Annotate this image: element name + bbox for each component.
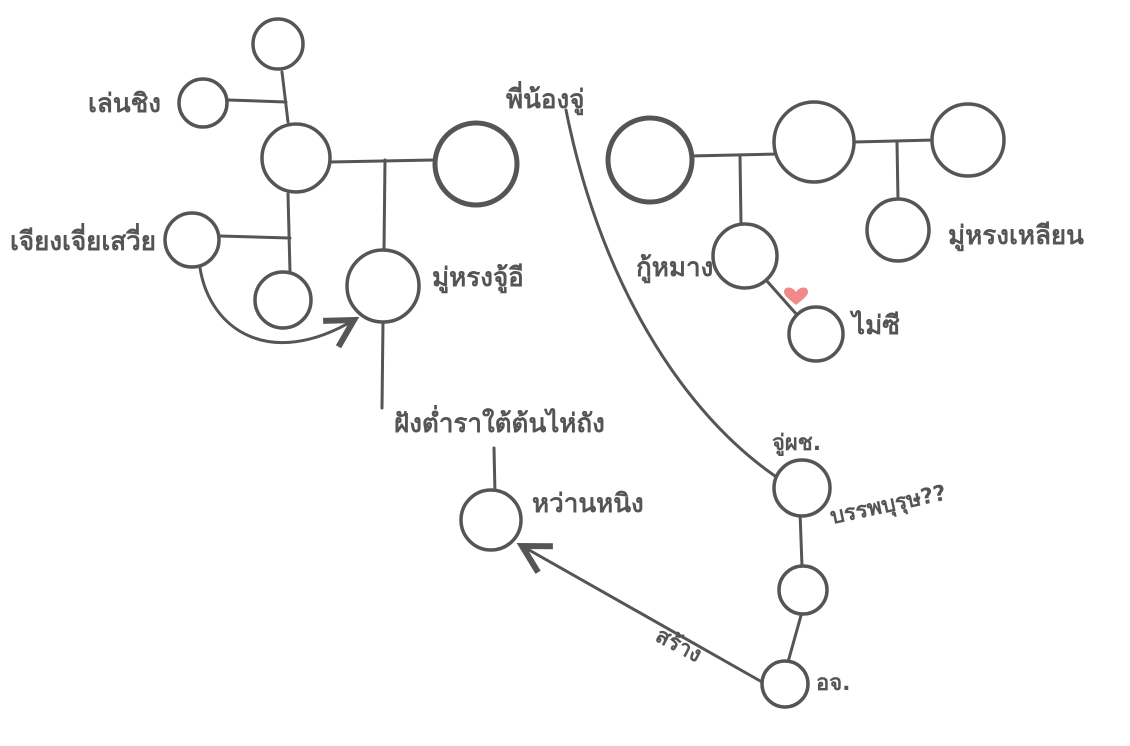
edge-ku-mang-mai-zi <box>764 278 800 318</box>
label-sang: สร้าง <box>651 623 705 668</box>
label-mai-zi: ไม่ซี <box>849 309 900 341</box>
node-right-right <box>930 102 1006 178</box>
node-ooj <box>760 659 810 709</box>
edge-right-left-middle <box>688 152 780 158</box>
edge-center-right <box>328 158 436 164</box>
label-mu-hong-zhuyi: มู่หรงจู้อี <box>432 263 524 294</box>
edge-middle-right <box>852 138 937 144</box>
edge-to-ku-mang <box>738 154 743 226</box>
node-mu-hong-lian <box>865 197 931 263</box>
label-lern-ching: เล่นชิง <box>88 89 161 119</box>
edge-mu-hong-zhuyi-down <box>380 320 385 410</box>
label-mi-mai: บรรพบุรุษ?? <box>828 481 949 531</box>
node-center <box>260 122 332 194</box>
node-wan-ning <box>459 488 523 552</box>
edge-middle-to-ooj <box>786 610 804 664</box>
node-lern-ching <box>177 77 229 129</box>
curved-arrow-to-mu-hong-zhuyi <box>198 266 354 343</box>
edge-zhu-ph-down <box>798 510 804 568</box>
node-bottom-small <box>253 270 313 330</box>
edge-top-to-center <box>280 70 290 124</box>
edge-to-mu-hong-zhuyi <box>382 158 387 252</box>
arrow-ooj-to-wan-ning <box>522 546 764 684</box>
node-chiang-jia <box>163 211 221 269</box>
edge-to-mu-hong-lian <box>895 140 900 202</box>
label-phi-nong-zhu: พี่น้องจู่ <box>506 80 584 116</box>
edge-fang-tam-to-wan-ning <box>492 446 497 496</box>
node-right-left-bold <box>605 115 695 205</box>
edge-lern-ching <box>226 98 288 104</box>
label-mu-hong-lian: มู่หรงเหลียน <box>948 221 1084 252</box>
node-mai-zi <box>787 305 845 363</box>
edge-chiang-jia <box>218 234 292 240</box>
node-ku-mang <box>711 222 779 290</box>
node-top <box>251 17 305 71</box>
node-right-bold <box>432 120 520 208</box>
node-zhu-ph <box>772 458 832 518</box>
node-bottom-middle <box>777 564 829 616</box>
label-zhu-ph: จู่ผช. <box>772 431 821 457</box>
label-wan-ning: หว่านหนิง <box>532 489 644 519</box>
node-right-middle <box>772 100 856 184</box>
label-ooj: อจ. <box>816 671 850 696</box>
label-fang-tam: ฝังต่ำราใต้ต้นไห่ถัง <box>394 404 605 439</box>
edge-center-down <box>286 192 292 274</box>
node-mu-hong-zhuyi <box>345 248 421 324</box>
label-chiang-jia: เจียงเจี่ยเสวี่ย <box>10 222 156 257</box>
heart-icon <box>784 287 808 305</box>
line-phi-nong-zhu <box>564 108 777 478</box>
label-ku-mang: กู้หมาง <box>636 253 713 284</box>
